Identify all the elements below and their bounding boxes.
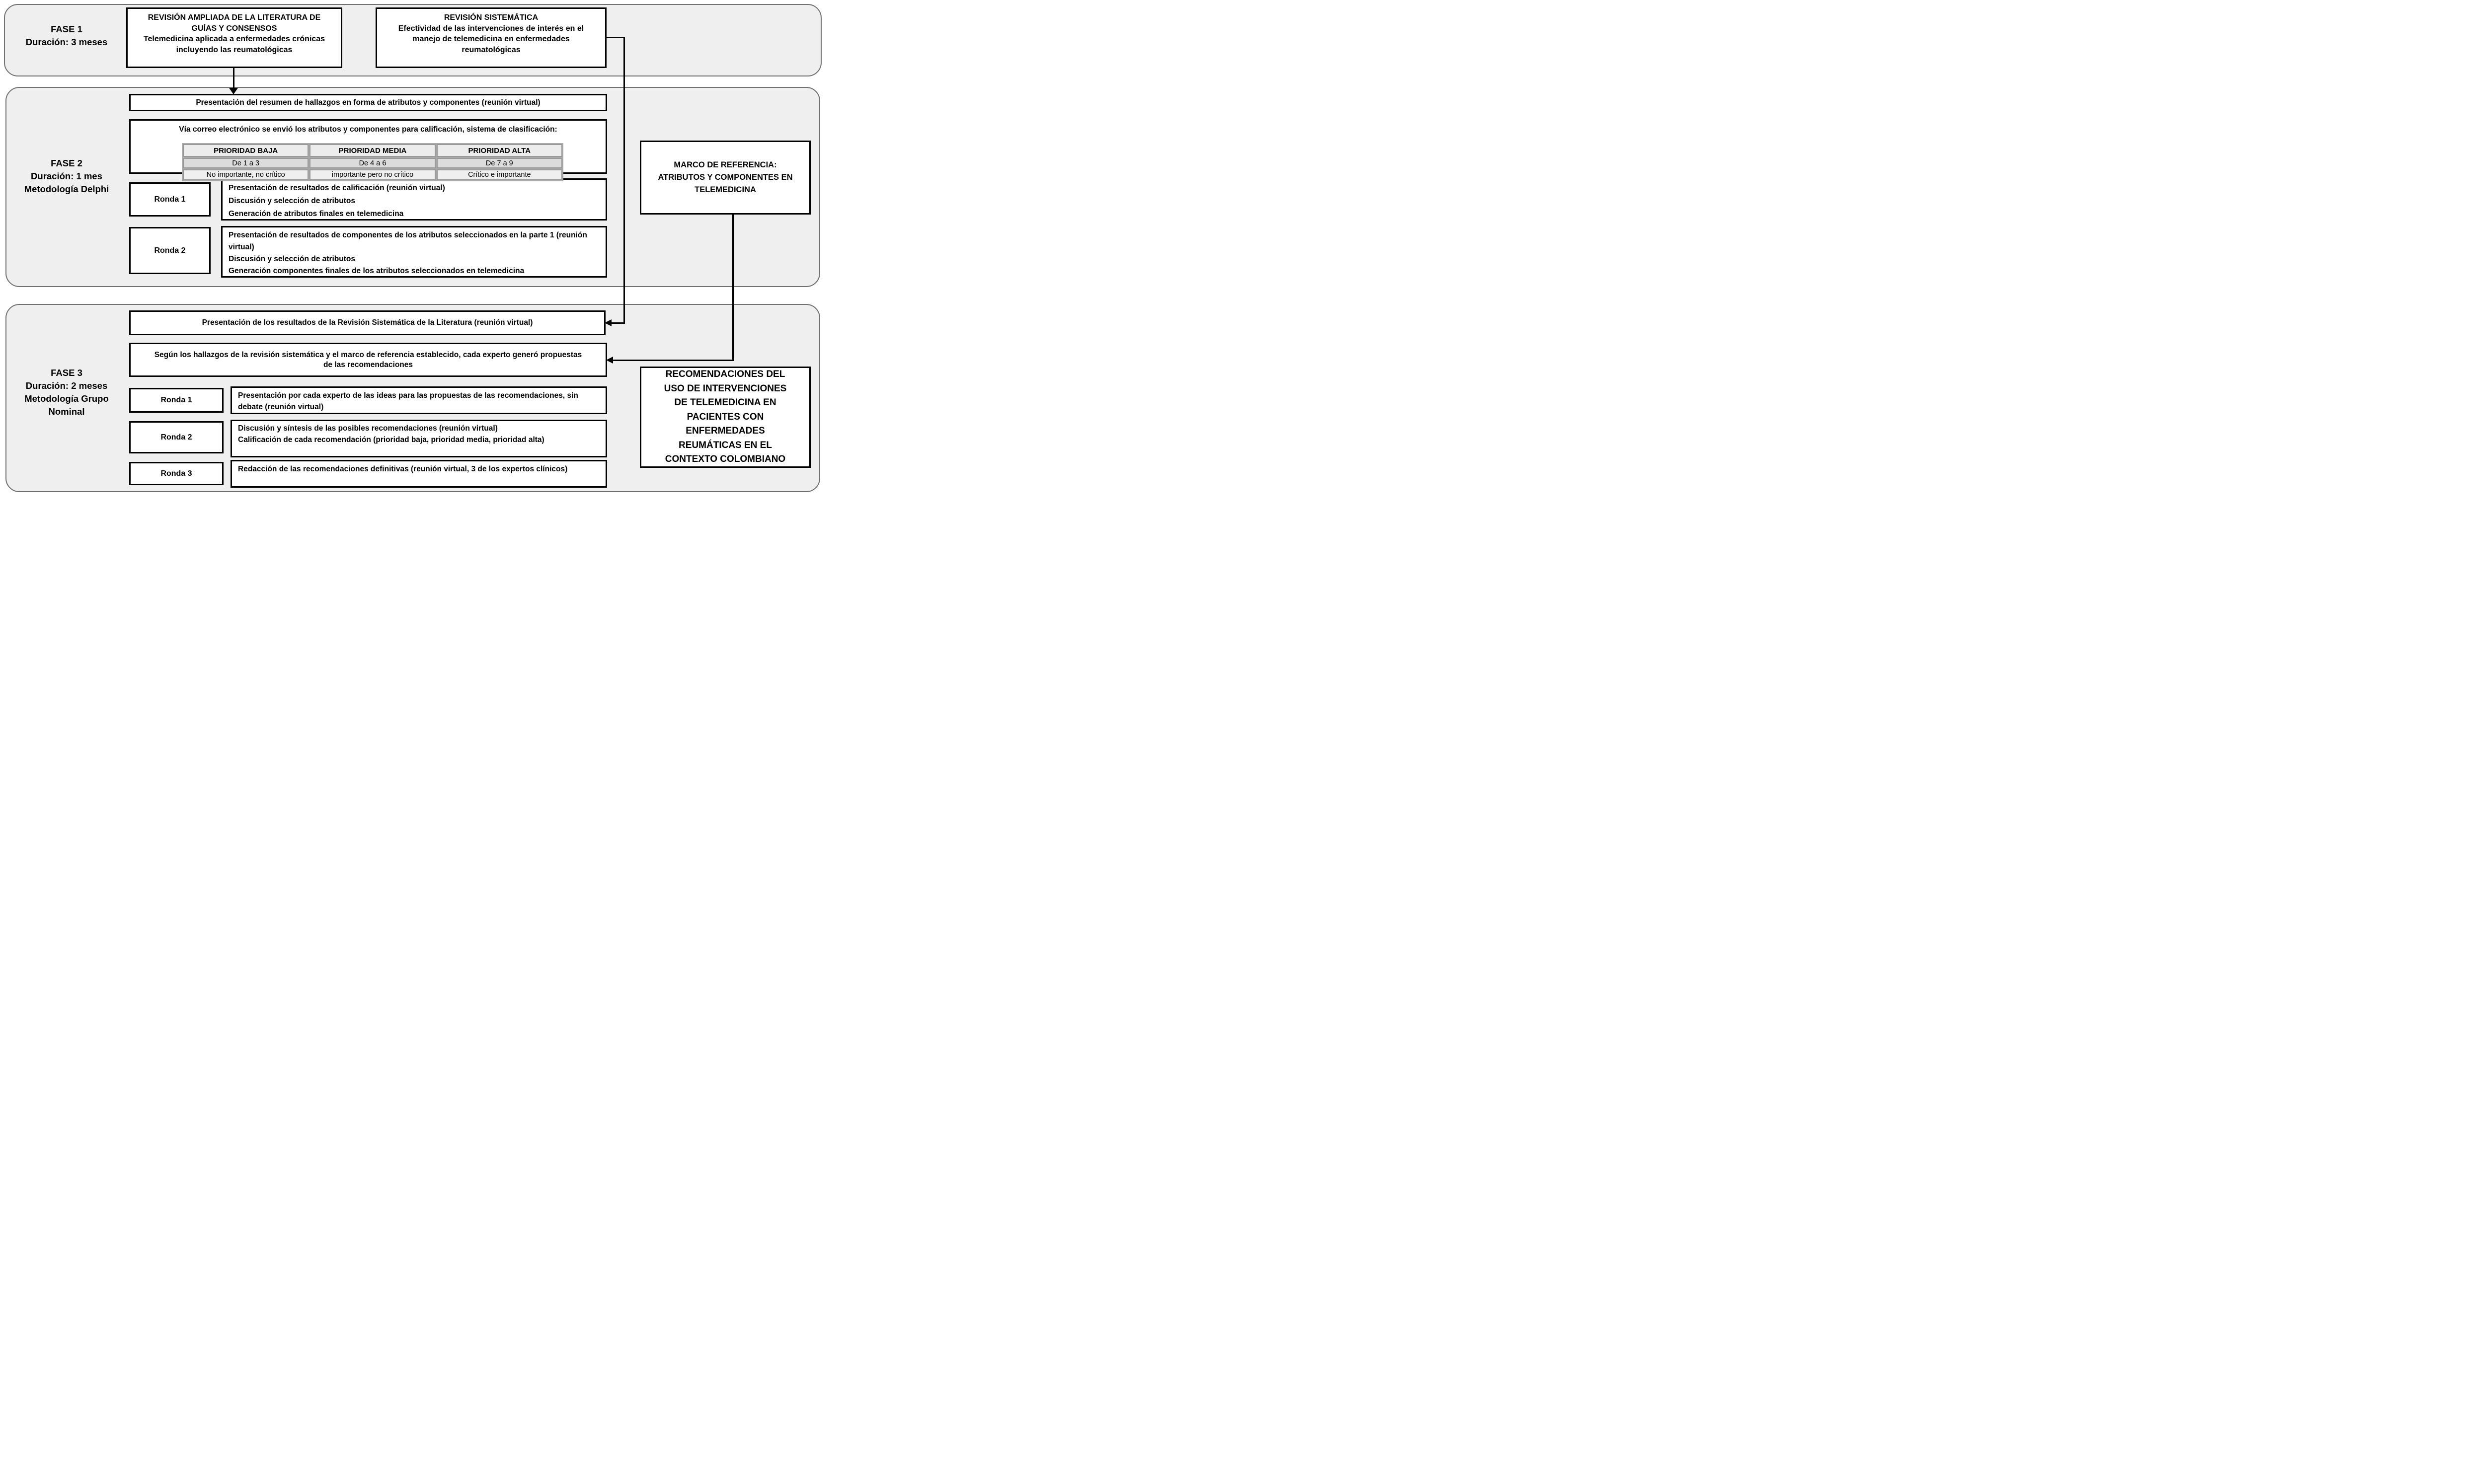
priority-table-range-row: De 1 a 3 De 4 a 6 De 7 a 9: [183, 158, 562, 168]
phase3-round2-activities: Discusión y síntesis de las posibles rec…: [231, 420, 607, 457]
phase3-round1-label: Ronda 1: [129, 388, 224, 413]
systematic-review-title: REVISIÓN SISTEMÁTICA: [444, 13, 539, 22]
activity-line: Discusión y síntesis de las posibles rec…: [238, 424, 498, 433]
table-cell: De 7 a 9: [436, 158, 562, 168]
methodology-flow-diagram: FASE 1 Duración: 3 meses FASE 2 Duración…: [0, 0, 825, 495]
phase2-round1-label: Ronda 1: [129, 182, 211, 217]
round-label-text: Ronda 2: [154, 246, 186, 255]
connector-literature-to-summary-line: [233, 68, 234, 89]
table-cell: De 1 a 3: [183, 158, 309, 168]
recommendation-line: PACIENTES CON: [687, 411, 764, 422]
phase3-proposals-bar: Según los hallazgos de la revisión siste…: [129, 343, 607, 377]
activity-line: Discusión y selección de atributos: [229, 255, 355, 263]
round-label-text: Ronda 1: [154, 195, 186, 204]
phase2-label: FASE 2 Duración: 1 mes Metodología Delph…: [9, 157, 124, 196]
phase3-round3-label: Ronda 3: [129, 462, 224, 485]
phase2-summary-text: Presentación del resumen de hallazgos en…: [196, 98, 541, 107]
arrow-down-icon: [229, 88, 238, 94]
round-label-text: Ronda 2: [160, 433, 192, 442]
connector-systematic-review-elbow: [611, 322, 625, 324]
connector-systematic-review-stub: [606, 37, 625, 38]
literature-review-title: REVISIÓN AMPLIADA DE LA LITERATURA DE GU…: [148, 13, 321, 33]
recommendation-line: CONTEXTO COLOMBIANO: [665, 454, 786, 465]
priority-high-header: PRIORIDAD ALTA: [436, 144, 562, 157]
recommendations-text: RECOMENDACIONES DEL USO DE INTERVENCIONE…: [641, 368, 809, 467]
phase1-label-line1: FASE 1: [51, 24, 82, 34]
phase2-label-line3: Metodología Delphi: [24, 184, 109, 194]
reference-framework-box: MARCO DE REFERENCIA: ATRIBUTOS Y COMPONE…: [640, 141, 811, 215]
phase1-label: FASE 1 Duración: 3 meses: [9, 23, 124, 49]
recommendation-line: REUMÁTICAS EN EL: [679, 440, 772, 450]
activity-line: Presentación de resultados de componente…: [229, 231, 587, 251]
phase2-email-text: Vía correo electrónico se envió los atri…: [179, 125, 557, 134]
phase3-round1-activities: Presentación por cada experto de las ide…: [231, 386, 607, 414]
systematic-review-box: REVISIÓN SISTEMÁTICA Efectividad de las …: [376, 7, 607, 68]
literature-review-box: REVISIÓN AMPLIADA DE LA LITERATURA DE GU…: [126, 7, 342, 68]
phase2-summary-bar: Presentación del resumen de hallazgos en…: [129, 94, 607, 111]
phase2-round2-label: Ronda 2: [129, 227, 211, 274]
priority-rating-table: PRIORIDAD BAJA PRIORIDAD MEDIA PRIORIDAD…: [182, 143, 563, 181]
recommendation-line: USO DE INTERVENCIONES: [664, 383, 787, 394]
activity-line: Presentación por cada experto de las ide…: [238, 391, 578, 411]
phase3-round2-label: Ronda 2: [129, 421, 224, 453]
connector-systematic-review-vertical: [623, 37, 625, 324]
phase2-label-line1: FASE 2: [51, 158, 82, 168]
phase3-proposals-text: Según los hallazgos de la revisión siste…: [154, 350, 582, 369]
systematic-review-subtitle: Efectividad de las intervenciones de int…: [398, 24, 584, 54]
table-cell: No importante, no crítico: [183, 169, 309, 180]
phase2-round2-activities: Presentación de resultados de componente…: [221, 226, 607, 278]
activity-line: Presentación de resultados de calificaci…: [229, 184, 445, 192]
arrow-left-icon: [606, 357, 613, 364]
activity-line: Generación componentes finales de los at…: [229, 267, 525, 275]
table-cell: importante pero no crítico: [309, 169, 436, 180]
phase1-label-line2: Duración: 3 meses: [25, 37, 108, 47]
table-cell: De 4 a 6: [309, 158, 436, 168]
phase3-systematic-results-text: Presentación de los resultados de la Rev…: [202, 318, 533, 327]
priority-low-header: PRIORIDAD BAJA: [183, 144, 309, 157]
phase3-round3-activities: Redacción de las recomendaciones definit…: [231, 460, 607, 488]
round-label-text: Ronda 1: [160, 396, 192, 404]
activity-line: Redacción de las recomendaciones definit…: [238, 465, 568, 473]
phase3-label-line1: FASE 3: [51, 368, 82, 378]
phase2-round1-activities: Presentación de resultados de calificaci…: [221, 178, 607, 221]
recommendation-line: DE TELEMEDICINA EN: [674, 397, 776, 408]
reference-framework-text: MARCO DE REFERENCIA: ATRIBUTOS Y COMPONE…: [646, 159, 804, 196]
framework-line: TELEMEDICINA: [695, 185, 756, 194]
framework-line: ATRIBUTOS Y COMPONENTES EN: [658, 173, 793, 182]
activity-line: Calificación de cada recomendación (prio…: [238, 435, 544, 444]
activity-line: Generación de atributos finales en telem…: [229, 210, 404, 218]
round-label-text: Ronda 3: [160, 469, 192, 478]
phase3-label: FASE 3 Duración: 2 meses Metodología Gru…: [9, 367, 124, 418]
priority-medium-header: PRIORIDAD MEDIA: [309, 144, 436, 157]
activity-line: Discusión y selección de atributos: [229, 197, 355, 205]
priority-table-meaning-row: No importante, no crítico importante per…: [183, 169, 562, 180]
recommendations-box: RECOMENDACIONES DEL USO DE INTERVENCIONE…: [640, 367, 811, 468]
recommendation-line: RECOMENDACIONES DEL: [665, 369, 785, 380]
priority-table-header-row: PRIORIDAD BAJA PRIORIDAD MEDIA PRIORIDAD…: [183, 144, 562, 157]
connector-marco-vertical: [732, 213, 734, 361]
recommendation-line: ENFERMEDADES: [686, 426, 765, 437]
phase3-label-line2: Duración: 2 meses: [25, 380, 108, 391]
phase3-systematic-results-bar: Presentación de los resultados de la Rev…: [129, 310, 606, 335]
phase3-label-line3: Metodología Grupo Nominal: [24, 393, 109, 417]
arrow-left-icon: [605, 319, 612, 326]
table-cell: Crítico e importante: [436, 169, 562, 180]
literature-review-subtitle: Telemedicina aplicada a enfermedades cró…: [143, 35, 325, 54]
connector-marco-elbow: [613, 360, 734, 361]
phase2-label-line2: Duración: 1 mes: [31, 171, 102, 181]
framework-line: MARCO DE REFERENCIA:: [674, 160, 777, 169]
